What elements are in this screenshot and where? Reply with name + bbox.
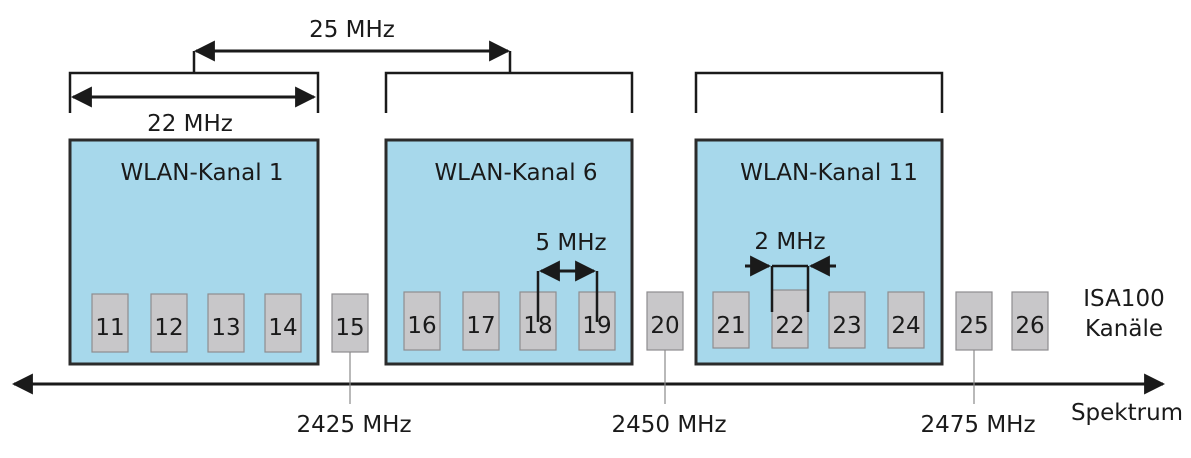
- isa-channel-label: 21: [716, 313, 745, 339]
- wlan-channel-label-11: WLAN-Kanal 11: [740, 160, 918, 186]
- axis-label: Spektrum: [1071, 400, 1183, 426]
- isa-channel-26: 26: [1011, 291, 1049, 351]
- isa-channel-24: 24: [887, 291, 925, 349]
- isa-channel-15: 15: [331, 293, 369, 353]
- bracket-wlan-6: [384, 71, 634, 113]
- isa-channel-label: 20: [650, 313, 679, 339]
- isa-channel-label: 25: [959, 313, 988, 339]
- spacing-25-label: 25 MHz: [309, 17, 395, 43]
- isa-channels: 11 12 13 14 15 16 17 18 19 20 21 22 23 2…: [91, 289, 1049, 353]
- freq-label-2450: 2450 MHz: [611, 412, 726, 438]
- width-22-label: 22 MHz: [147, 111, 233, 137]
- width-2-marker: 2 MHz: [745, 229, 836, 312]
- freq-label-2425: 2425 MHz: [296, 412, 411, 438]
- isa-label-line1: ISA100: [1083, 286, 1164, 312]
- isa-channel-label: 24: [891, 313, 920, 339]
- isa-channel-label: 15: [335, 315, 364, 341]
- isa-channel-22: 22: [771, 289, 809, 349]
- isa-channel-13: 13: [207, 293, 245, 353]
- isa-label-line2: Kanäle: [1085, 316, 1163, 342]
- isa-channel-label: 13: [211, 315, 240, 341]
- isa-channel-label: 23: [832, 313, 861, 339]
- width-2-label: 2 MHz: [754, 229, 825, 255]
- isa-channel-label: 11: [95, 315, 124, 341]
- isa-channel-label: 12: [154, 315, 183, 341]
- isa-channel-11: 11: [91, 293, 129, 353]
- isa-channel-label: 17: [466, 313, 495, 339]
- isa-channel-label: 22: [775, 313, 804, 339]
- wlan-channel-label-6: WLAN-Kanal 6: [434, 160, 597, 186]
- isa-channel-16: 16: [403, 291, 441, 351]
- wlan-channel-box-1: WLAN-Kanal 1: [68, 138, 320, 366]
- isa-channel-14: 14: [264, 293, 302, 353]
- spacing-5-marker: 5 MHz: [535, 230, 607, 322]
- isa-channel-23: 23: [828, 291, 866, 349]
- freq-label-2475: 2475 MHz: [920, 412, 1035, 438]
- isa-channel-label: 16: [407, 313, 436, 339]
- isa-channel-12: 12: [150, 293, 188, 353]
- isa-channel-20: 20: [646, 291, 684, 351]
- isa-channel-label: 26: [1015, 313, 1044, 339]
- wlan-channel-label-1: WLAN-Kanal 1: [120, 160, 283, 186]
- bracket-wlan-1: [68, 71, 320, 113]
- isa-channel-label: 14: [268, 315, 297, 341]
- isa-channel-17: 17: [462, 291, 500, 351]
- spacing-5-label: 5 MHz: [535, 230, 606, 256]
- isa-channel-25: 25: [955, 291, 993, 351]
- isa-channel-21: 21: [712, 291, 750, 349]
- bracket-wlan-11: [694, 71, 944, 113]
